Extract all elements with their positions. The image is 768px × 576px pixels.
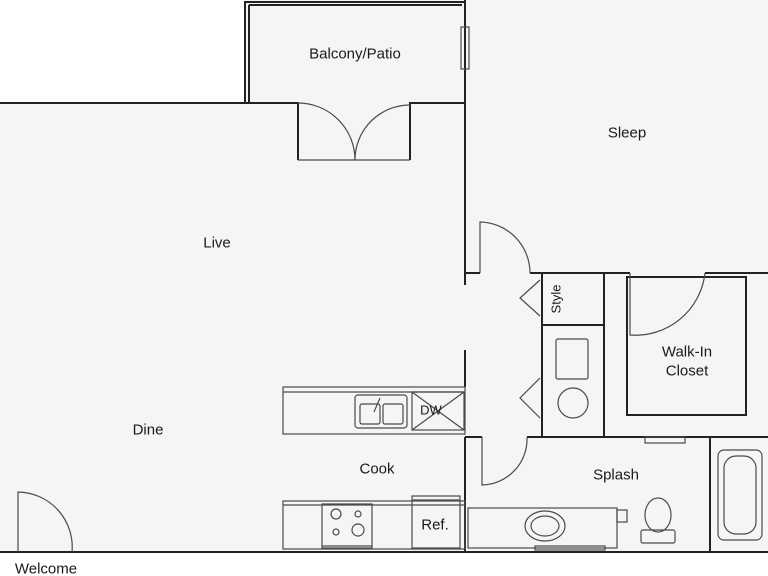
refrigerator-label: Ref. — [421, 516, 449, 534]
kitchen — [282, 386, 466, 550]
upper-counter — [282, 386, 466, 435]
floor-areas — [0, 0, 768, 552]
entry-door — [17, 491, 73, 553]
toilet-icon — [640, 497, 676, 544]
style-bifold — [519, 279, 541, 317]
walkin-door — [629, 272, 706, 336]
stove-icon — [321, 503, 373, 549]
bathtub-icon — [717, 449, 763, 541]
kitchen-sink-icon — [354, 394, 408, 429]
living-north-wall-right — [409, 102, 465, 160]
dishwasher-label: DW — [420, 402, 442, 418]
balcony-door-left — [297, 102, 356, 161]
walkin-inner — [626, 276, 747, 416]
sleep-door — [479, 221, 531, 274]
bathroom-sink-icon — [524, 510, 566, 542]
room-label-style: Style — [548, 284, 564, 314]
balcony-door-right — [354, 104, 411, 161]
room-label-splash: Splash — [593, 466, 639, 484]
laundry-bifold — [519, 377, 541, 419]
room-label-walkin-line1: Walk-In — [661, 343, 713, 361]
room-label-live: Live — [203, 234, 231, 252]
washer-icon — [555, 338, 589, 380]
room-label-balcony: Balcony/Patio — [309, 45, 401, 63]
vanity-counter — [467, 507, 618, 549]
room-label-walkin-line2: Closet — [665, 362, 709, 380]
dryer-icon — [557, 387, 589, 419]
dishwasher — [411, 391, 465, 431]
bath-door — [481, 436, 528, 486]
room-label-sleep: Sleep — [607, 124, 647, 142]
room-label-dine: Dine — [132, 421, 164, 439]
room-label-cook: Cook — [359, 460, 395, 478]
vanity-light — [616, 509, 628, 523]
room-label-entry: Welcome — [14, 560, 78, 576]
bath-fixtures — [467, 338, 763, 551]
bath-base — [534, 545, 606, 551]
main-floor — [0, 0, 768, 552]
lower-counter — [282, 500, 466, 550]
doors — [17, 26, 706, 553]
refrigerator — [411, 495, 461, 549]
towel-bar — [644, 436, 686, 444]
balcony-slider — [460, 26, 470, 70]
